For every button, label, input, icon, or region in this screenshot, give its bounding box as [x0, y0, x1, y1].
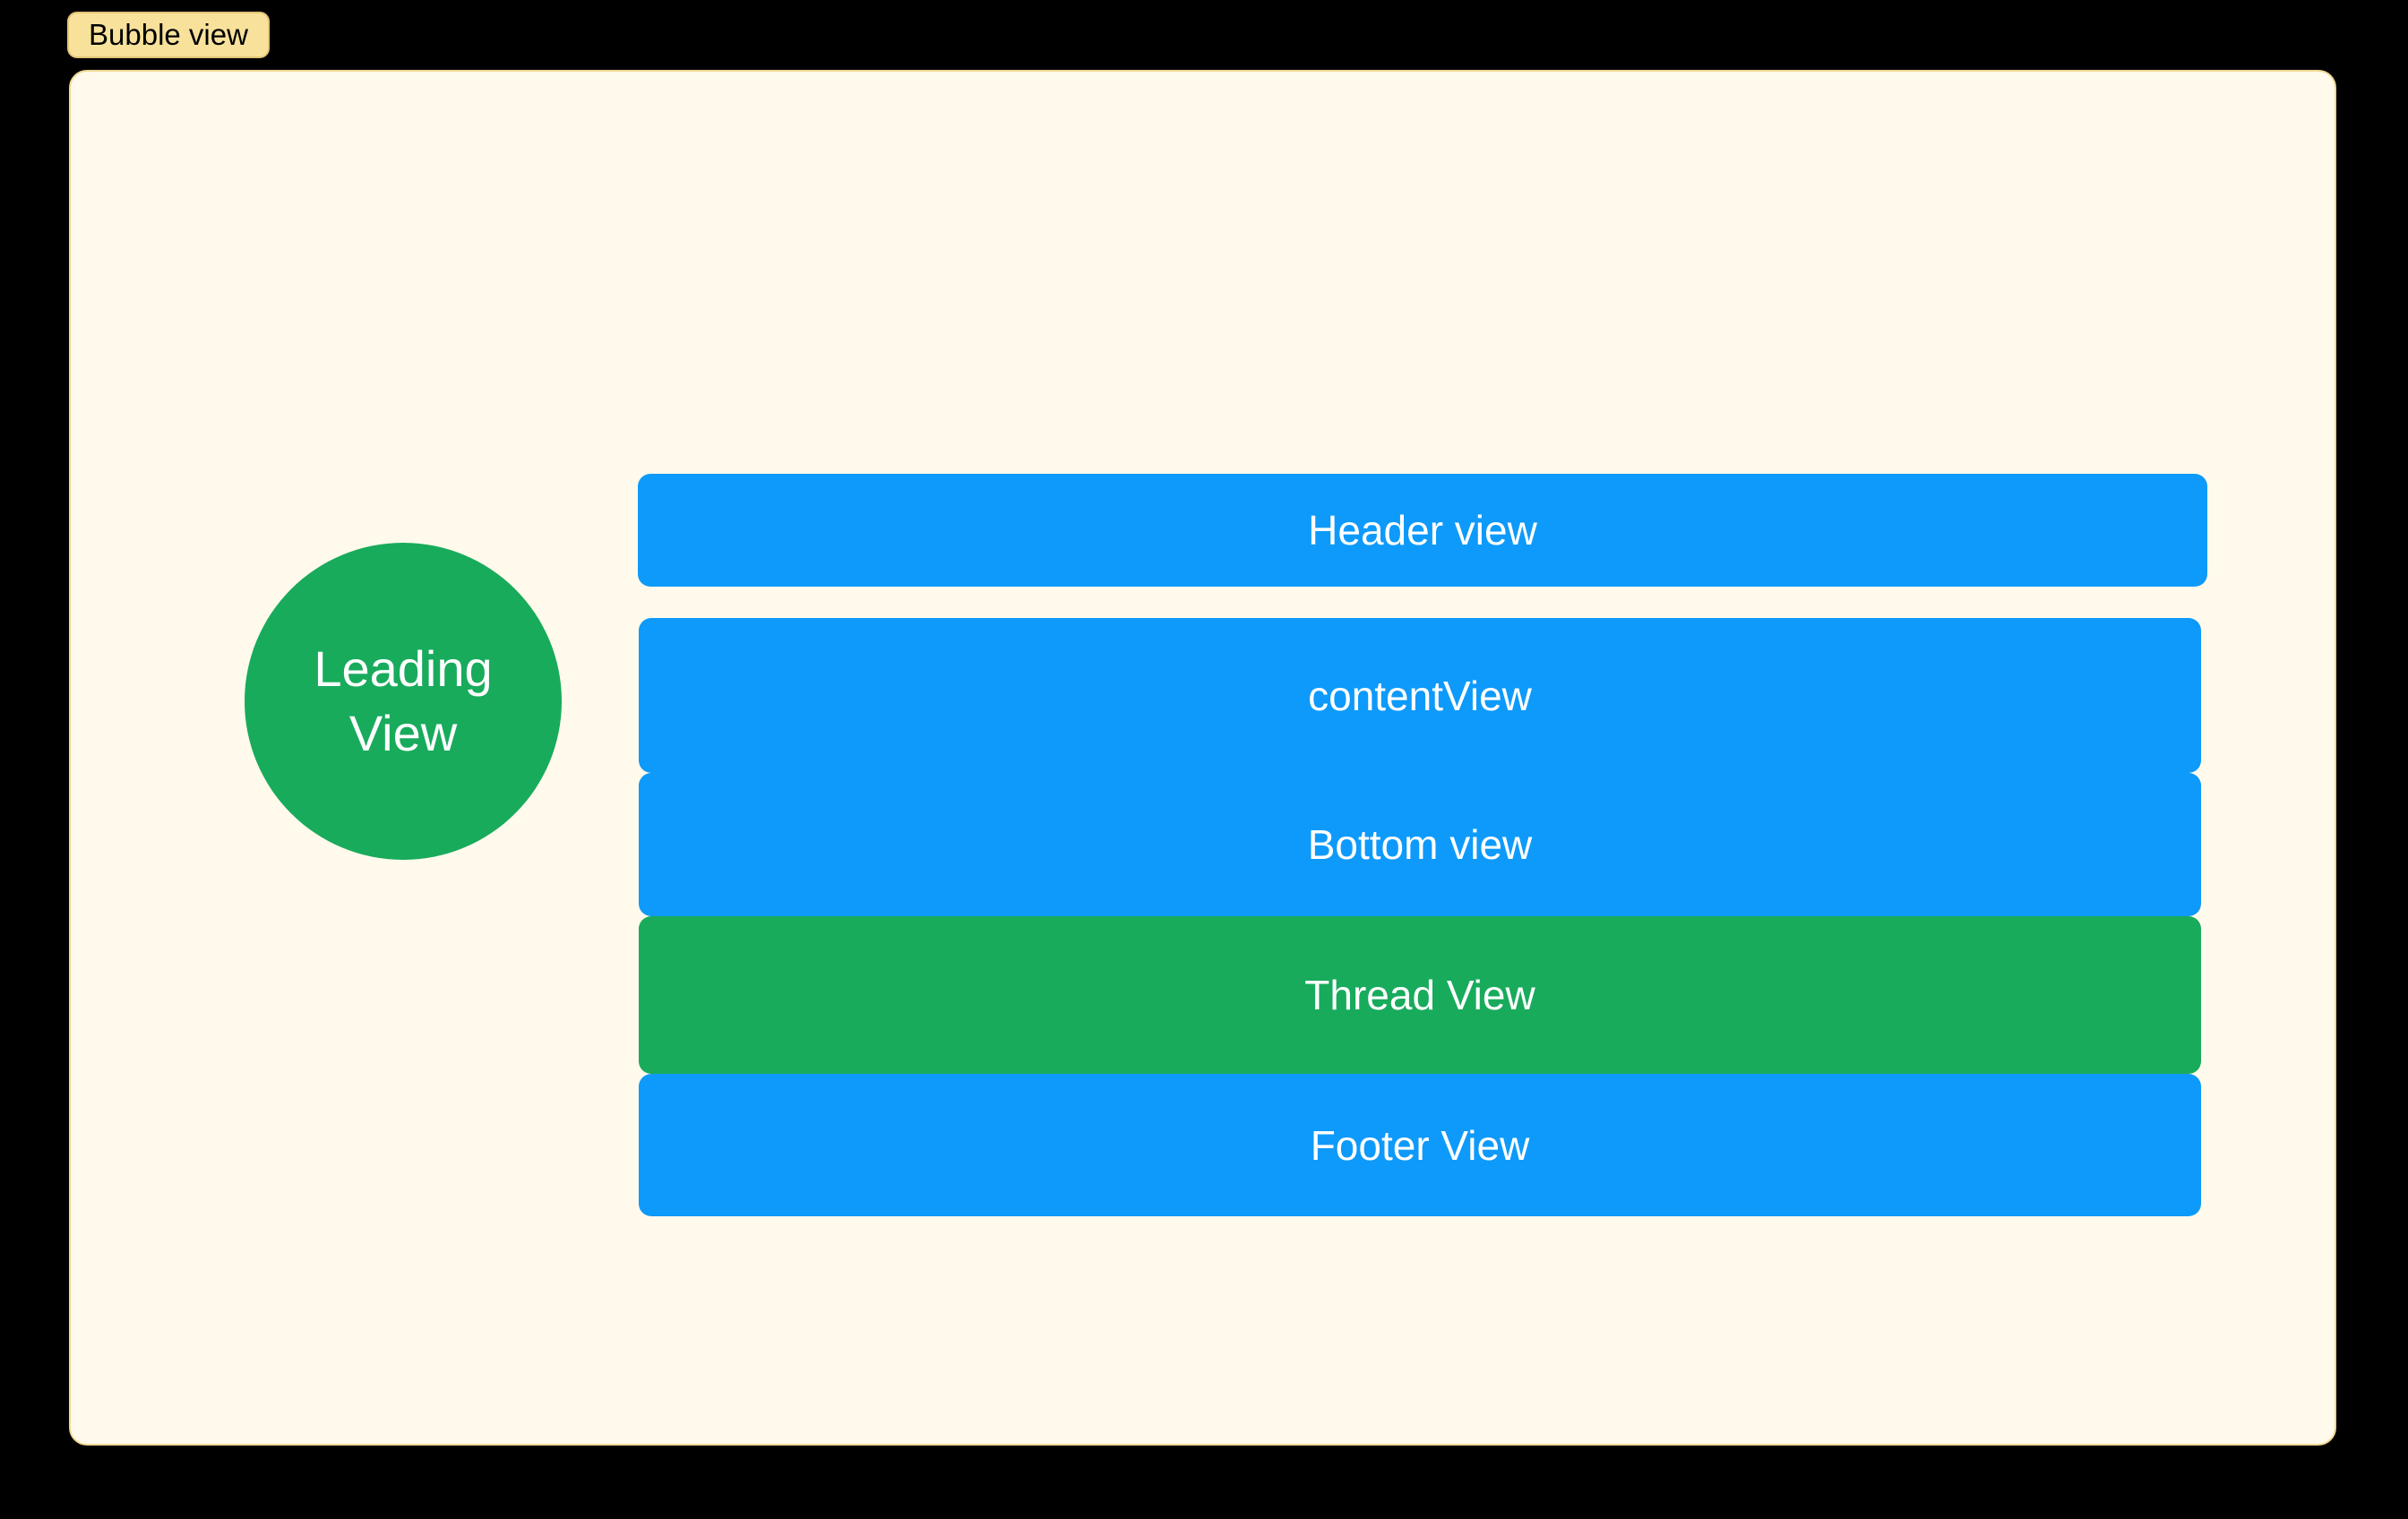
header-view-label: Header view	[1308, 507, 1537, 554]
header-view-bar: Header view	[638, 474, 2207, 587]
leading-view-circle: Leading View	[245, 543, 562, 860]
bubble-view-tag[interactable]: Bubble view	[67, 12, 270, 58]
footer-view-bar: Footer View	[639, 1074, 2201, 1216]
bubble-view-tag-label: Bubble view	[89, 18, 248, 51]
bottom-view-label: Bottom view	[1307, 821, 1533, 868]
thread-view-bar: Thread View	[639, 916, 2201, 1074]
thread-view-label: Thread View	[1304, 972, 1535, 1018]
bottom-view-bar: Bottom view	[639, 773, 2201, 916]
leading-view-label: Leading View	[314, 640, 493, 761]
footer-view-label: Footer View	[1310, 1121, 1530, 1169]
content-view-bar: contentView	[639, 618, 2201, 773]
content-view-label: contentView	[1308, 672, 1532, 719]
